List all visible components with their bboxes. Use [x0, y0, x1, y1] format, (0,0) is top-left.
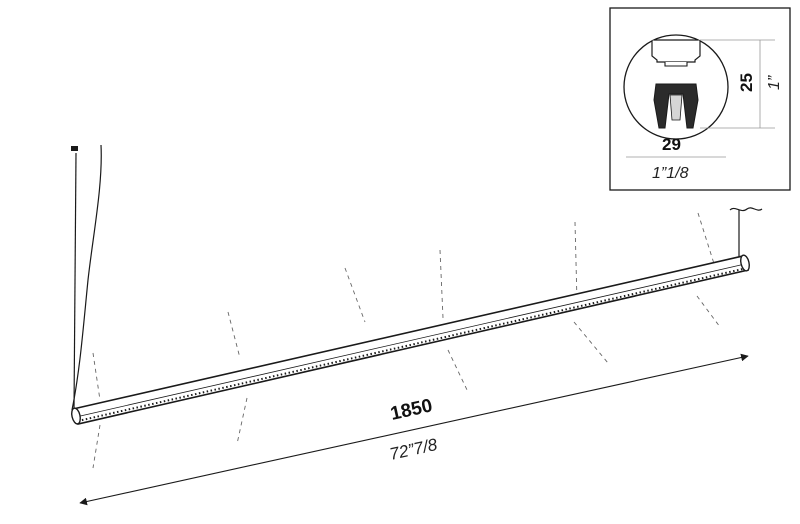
- length-dimension: 1850 72”7/8: [79, 353, 749, 506]
- length-inch-label: 72”7/8: [388, 435, 440, 464]
- section-detail-inset: 29 1”1/8 25 1”: [609, 7, 791, 191]
- section-height-inch-label: 1”: [766, 75, 783, 90]
- section-width-mm-label: 29: [662, 135, 681, 154]
- suspension-wire-left: [71, 144, 102, 411]
- profile-section: [651, 39, 701, 129]
- suspension-wire-right: [729, 207, 763, 258]
- projection-lines: [92, 212, 721, 469]
- section-height-mm-label: 25: [737, 73, 756, 92]
- length-mm-label: 1850: [389, 395, 435, 425]
- section-width-inch-label: 1”1/8: [652, 165, 689, 182]
